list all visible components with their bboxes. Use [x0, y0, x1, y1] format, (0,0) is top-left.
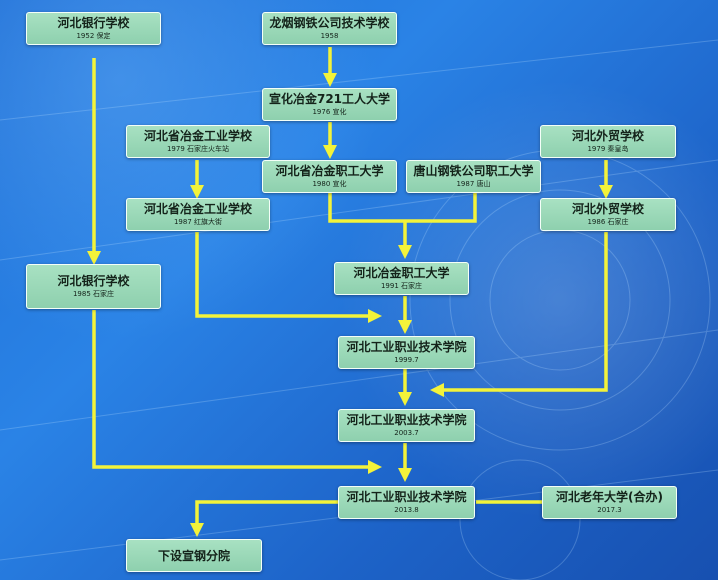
node-xuanhua-721-workers-university: 宣化冶金721工人大学 1976 宣化	[262, 88, 397, 121]
node-name: 河北银行学校	[57, 16, 130, 30]
node-date: 1979 石家庄火车站	[166, 145, 230, 153]
arrow-bank-1985-to-2013	[92, 310, 382, 474]
node-date: 1991 石家庄	[380, 282, 423, 290]
node-date: 1987 唐山	[456, 180, 491, 188]
node-date: 2013.8	[394, 506, 419, 514]
node-name: 河北工业职业技术学院	[346, 413, 467, 427]
node-tangshan-steel-staff-university: 唐山钢铁公司职工大学 1987 唐山	[406, 160, 541, 193]
node-hebei-metallurgy-staff-university-1991: 河北冶金职工大学 1991 石家庄	[334, 262, 469, 295]
node-name: 河北冶金职工大学	[353, 266, 450, 280]
node-name: 河北省冶金工业学校	[143, 129, 252, 143]
node-hebei-foreign-trade-school-1979: 河北外贸学校 1979 秦皇岛	[540, 125, 676, 158]
node-date: 1952 保定	[76, 32, 111, 40]
node-date: 1999.7	[394, 356, 419, 364]
node-name: 唐山钢铁公司职工大学	[413, 164, 534, 178]
node-name: 宣化冶金721工人大学	[268, 92, 391, 106]
node-hebei-foreign-trade-school-1986: 河北外贸学校 1986 石家庄	[540, 198, 676, 231]
node-date: 1985 石家庄	[72, 290, 115, 298]
node-name: 河北外贸学校	[571, 129, 644, 143]
node-longyan-steel-technical-school: 龙烟钢铁公司技术学校 1958	[262, 12, 397, 45]
node-name: 河北省冶金工业学校	[143, 202, 252, 216]
node-date: 1986 石家庄	[587, 218, 629, 226]
node-name: 河北外贸学校	[571, 202, 644, 216]
node-name: 龙烟钢铁公司技术学校	[269, 16, 390, 30]
node-hebei-metallurgy-staff-university-1980: 河北省冶金职工大学 1980 宣化	[262, 160, 397, 193]
node-hebei-polytechnic-2013: 河北工业职业技术学院 2013.8	[338, 486, 475, 519]
node-date: 1987 红旗大街	[173, 218, 223, 226]
node-name: 河北工业职业技术学院	[346, 490, 467, 504]
node-name: 下设宣钢分院	[157, 548, 230, 563]
node-hebei-polytechnic-1999: 河北工业职业技术学院 1999.7	[338, 336, 475, 369]
node-date: 1958	[320, 32, 339, 40]
node-name: 河北银行学校	[57, 274, 130, 288]
node-date: 1979 秦皇岛	[587, 145, 629, 153]
node-hebei-metallurgy-school-1979: 河北省冶金工业学校 1979 石家庄火车站	[126, 125, 270, 158]
node-hebei-bank-school-1952: 河北银行学校 1952 保定	[26, 12, 161, 45]
node-date: 1976 宣化	[312, 108, 347, 116]
node-date: 2003.7	[394, 429, 419, 437]
node-date: 2017.3	[597, 506, 622, 514]
arrow-2013-to-branch	[190, 500, 338, 537]
node-name: 河北工业职业技术学院	[346, 340, 467, 354]
node-xuangang-branch: 下设宣钢分院	[126, 539, 262, 572]
arrow-merge-to-1991	[328, 193, 477, 252]
node-name: 河北省冶金职工大学	[275, 164, 384, 178]
arrow-trade-1986-to-2003	[430, 232, 608, 397]
node-hebei-metallurgy-school-1987: 河北省冶金工业学校 1987 红旗大街	[126, 198, 270, 231]
arrow-school-1987-to-1999	[195, 232, 382, 323]
node-hebei-bank-school-1985: 河北银行学校 1985 石家庄	[26, 264, 161, 309]
node-name: 河北老年大学(合办)	[556, 490, 663, 504]
node-date: 1980 宣化	[312, 180, 347, 188]
node-hebei-polytechnic-2003: 河北工业职业技术学院 2003.7	[338, 409, 475, 442]
node-hebei-senior-university: 河北老年大学(合办) 2017.3	[542, 486, 677, 519]
